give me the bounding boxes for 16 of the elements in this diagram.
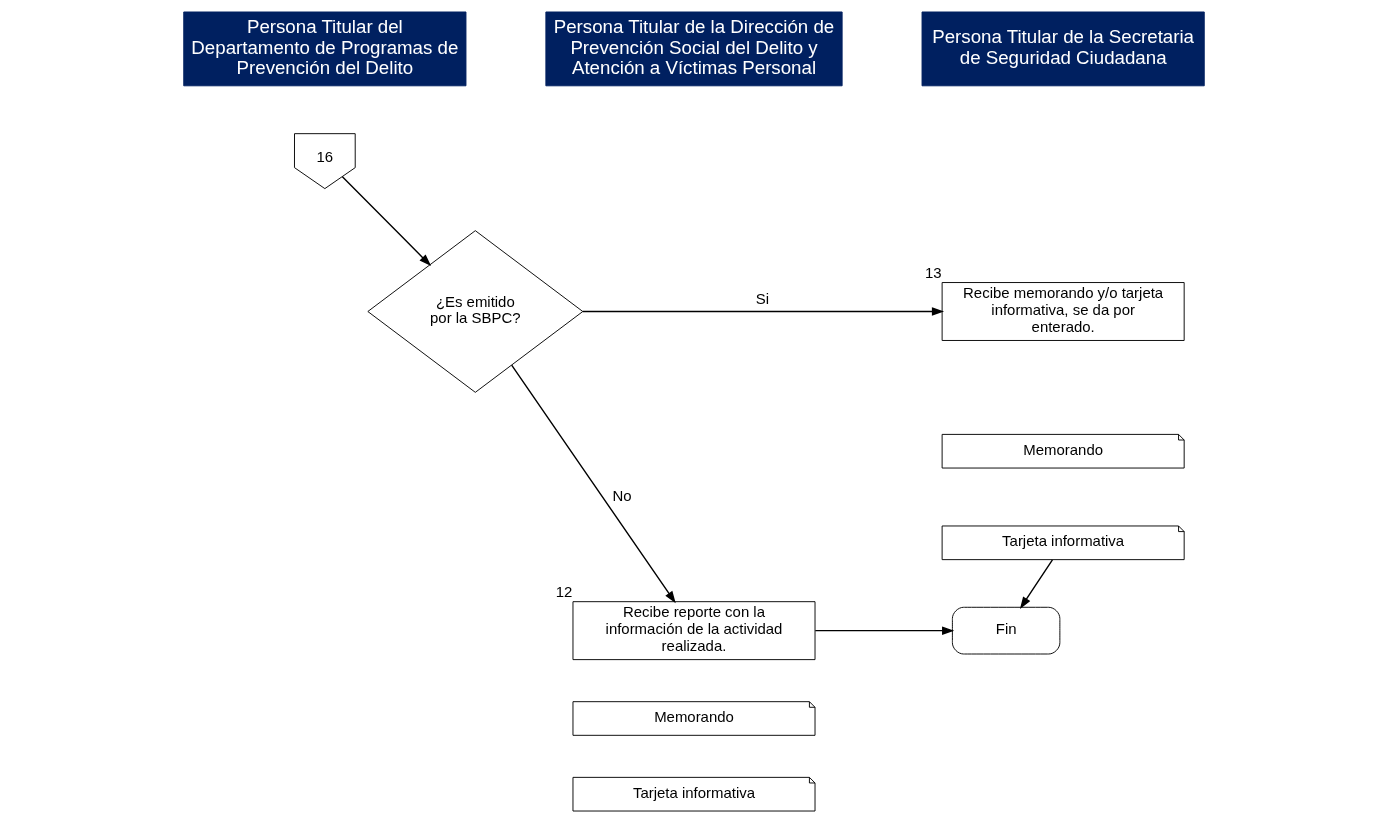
arrow [581, 307, 944, 316]
node-box: Fin [951, 606, 1060, 655]
arrow [510, 364, 676, 604]
arrow [1019, 559, 1053, 609]
node-label: 13 [924, 263, 942, 281]
node-diamond: ¿Es emitido por la SBPC? [366, 230, 583, 393]
edge-label: Si [755, 289, 769, 307]
node-box: Persona Titular del Departamento de Programas de Prevención del Delito [182, 11, 466, 87]
node-box: Persona Titular de la Dirección de Prevención Social del Delito y Atención a Víctimas Personal [544, 11, 843, 87]
edge-label: No [611, 486, 632, 504]
arrow [814, 626, 954, 635]
arrow [341, 176, 431, 267]
node-box: Persona Titular de la Secretaria de Seguridad Ciudadana [921, 11, 1205, 87]
node-box: Recibe memorando y/o tarjeta informativa, se da por enterado. [941, 282, 1185, 341]
node-label: 12 [555, 582, 572, 600]
node-box: Recibe reporte con la información de la actividad realizada. [572, 601, 815, 661]
